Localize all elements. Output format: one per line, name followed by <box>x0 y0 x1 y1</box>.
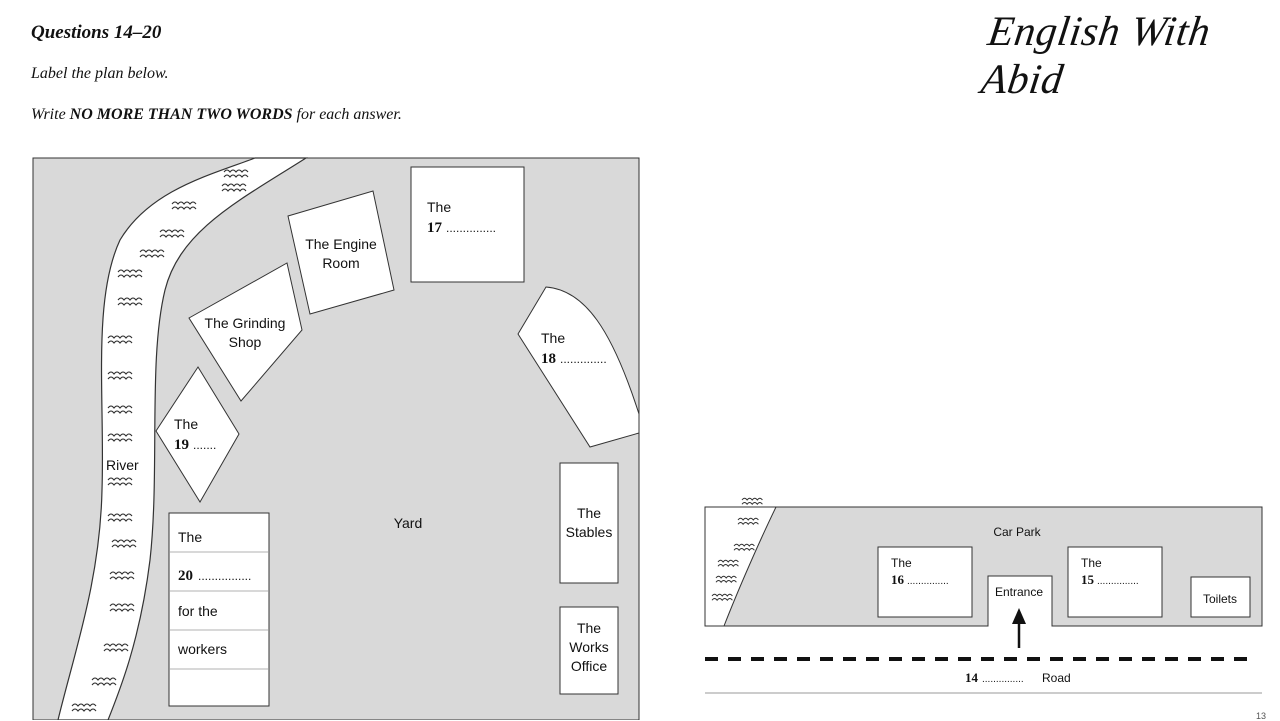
building-grinding-shop <box>188 262 303 402</box>
wave-mark <box>117 269 143 278</box>
page-number: 13 <box>1255 711 1266 721</box>
entrance-river <box>704 506 777 627</box>
brand-logo: English With Abid <box>978 9 1214 103</box>
building-engine-room <box>287 190 395 315</box>
entrance-river-waves <box>711 497 763 602</box>
wave-mark <box>71 703 97 712</box>
engine-room-line2: Room <box>322 255 359 271</box>
engine-room-line1: The Engine <box>305 236 377 252</box>
wave-mark <box>223 169 249 178</box>
wave-mark <box>733 543 755 552</box>
q18-blank: .............. <box>560 352 607 366</box>
car-park-ground <box>704 506 1263 627</box>
q15-blank: ............... <box>1097 576 1139 587</box>
wave-mark <box>741 497 763 506</box>
word-limit-suffix: for each answer. <box>292 106 402 123</box>
wave-mark <box>109 603 135 612</box>
questions-heading: Questions 14–20 <box>31 22 162 43</box>
word-limit-prefix: Write <box>31 106 70 123</box>
wave-mark <box>171 201 197 210</box>
q16-blank: ............... <box>907 576 949 587</box>
wave-mark <box>107 371 133 380</box>
river-waves <box>71 169 249 712</box>
grinding-shop-line1: The Grinding <box>205 315 286 331</box>
q17-blank: ............... <box>446 221 496 235</box>
wave-mark <box>107 477 133 486</box>
wave-mark <box>91 677 117 686</box>
wave-mark <box>107 513 133 522</box>
word-limit-bold: NO MORE THAN TWO WORDS <box>69 106 293 123</box>
wave-mark <box>109 571 135 580</box>
q20-line4: workers <box>177 641 227 657</box>
wave-mark <box>107 433 133 442</box>
wave-mark <box>737 517 759 526</box>
wave-mark <box>715 575 737 584</box>
entrance-arrow-head <box>1012 608 1026 624</box>
works-office-line3: Office <box>571 658 608 674</box>
building-q16 <box>877 546 973 618</box>
entrance-label: Entrance <box>995 585 1043 599</box>
q14-blank: ............... <box>982 674 1024 685</box>
q14-number: 14 <box>965 670 979 685</box>
building-q18 <box>517 286 640 448</box>
works-office-line2: Works <box>569 639 608 655</box>
building-q15 <box>1067 546 1163 618</box>
toilets-label: Toilets <box>1203 592 1237 606</box>
q20-blank: ................ <box>198 569 251 583</box>
q17-number: 17 <box>427 220 443 236</box>
wave-mark <box>103 643 129 652</box>
q17-the: The <box>427 199 451 215</box>
building-q20 <box>168 512 270 707</box>
instruction-text: Label the plan below. <box>31 65 169 82</box>
q20-line3: for the <box>178 603 218 619</box>
wave-mark <box>107 405 133 414</box>
car-park-label: Car Park <box>993 525 1041 539</box>
q15-number: 15 <box>1081 572 1095 587</box>
grinding-shop-line2: Shop <box>229 334 262 350</box>
building-stables <box>559 462 619 584</box>
wave-mark <box>139 249 165 258</box>
q20-number: 20 <box>178 568 193 584</box>
q19-the: The <box>174 416 198 432</box>
word-limit-text: Write NO MORE THAN TWO WORDS for each an… <box>31 106 402 124</box>
works-office-line1: The <box>577 620 601 636</box>
q16-number: 16 <box>891 572 905 587</box>
stables-line2: Stables <box>566 524 613 540</box>
wave-mark <box>711 593 733 602</box>
wave-mark <box>107 335 133 344</box>
q15-the: The <box>1081 556 1102 570</box>
wave-mark <box>117 297 143 306</box>
wave-mark <box>111 539 137 548</box>
building-q19 <box>155 366 240 503</box>
wave-mark <box>221 183 247 192</box>
stables-line1: The <box>577 505 601 521</box>
q20-the: The <box>178 529 202 545</box>
q14-road: Road <box>1042 671 1071 685</box>
building-q17 <box>410 166 525 283</box>
q18-the: The <box>541 330 565 346</box>
q19-number: 19 <box>174 437 189 453</box>
river-label: River <box>106 457 139 473</box>
q18-number: 18 <box>541 351 556 367</box>
q19-blank: ....... <box>193 438 216 452</box>
q16-the: The <box>891 556 912 570</box>
wave-mark <box>159 229 185 238</box>
building-toilets <box>1190 576 1251 618</box>
yard-label: Yard <box>394 515 423 531</box>
wave-mark <box>717 559 739 568</box>
building-works-office <box>559 606 619 695</box>
